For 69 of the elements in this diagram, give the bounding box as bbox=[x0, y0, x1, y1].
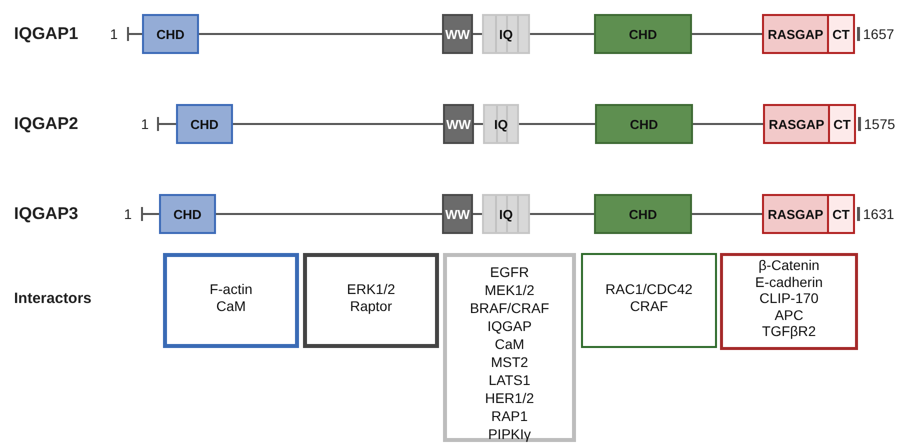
rasgap-domain: RASGAP bbox=[762, 194, 829, 234]
backbone-line bbox=[473, 213, 482, 215]
interactor-name: β-Catenin bbox=[758, 257, 820, 274]
interactor-name: E-cadherin bbox=[755, 274, 823, 290]
backbone-line bbox=[199, 33, 442, 35]
ch-domain: CHD bbox=[142, 14, 199, 54]
backbone-line bbox=[128, 33, 142, 35]
interactor-name: ERK1/2 bbox=[346, 281, 396, 298]
backbone-line bbox=[530, 33, 594, 35]
backbone-line bbox=[142, 213, 159, 215]
iq-domain: IQ bbox=[482, 14, 530, 54]
ch-domain: CHD bbox=[159, 194, 216, 234]
interactor-name: CRAF bbox=[630, 298, 668, 314]
backbone-line bbox=[158, 123, 176, 125]
backbone-line bbox=[692, 33, 762, 35]
rasgap-domain: RASGAP bbox=[762, 14, 829, 54]
ct-domain: CT bbox=[828, 104, 856, 144]
row-heading: Interactors bbox=[14, 290, 92, 307]
interactor-name: HER1/2 bbox=[484, 389, 534, 407]
interactor-name: LATS1 bbox=[488, 371, 530, 389]
ch-domain: CHD bbox=[594, 194, 692, 234]
interactor-name: RAP1 bbox=[491, 407, 528, 425]
residue-number: 1 bbox=[124, 206, 132, 222]
interactor-name: Raptor bbox=[350, 298, 392, 314]
interactor-box bbox=[443, 253, 576, 442]
interactor-name: BRAF/CRAF bbox=[470, 299, 550, 317]
iq-domain: IQ bbox=[482, 194, 530, 234]
ch-domain: CHD bbox=[176, 104, 233, 144]
protein-name: IQGAP1 bbox=[14, 24, 78, 44]
interactor-name: APC bbox=[774, 306, 804, 324]
backbone-line bbox=[519, 123, 595, 125]
interactor-box bbox=[163, 253, 299, 348]
backbone-line bbox=[216, 213, 442, 215]
residue-number: 1 bbox=[110, 26, 118, 42]
iq-domain: IQ bbox=[483, 104, 519, 144]
ch-domain: CHD bbox=[594, 14, 692, 54]
protein-name: IQGAP3 bbox=[14, 204, 78, 224]
backbone-line bbox=[233, 123, 443, 125]
interactor-name: F-actin bbox=[210, 281, 252, 298]
backbone-line bbox=[473, 33, 482, 35]
ct-domain: CT bbox=[827, 194, 855, 234]
interactor-box bbox=[303, 253, 439, 348]
protein-name: IQGAP2 bbox=[14, 114, 78, 134]
interactor-name: CLIP-170 bbox=[759, 290, 819, 307]
interactor-name: IQGAP bbox=[487, 317, 532, 335]
interactor-box bbox=[720, 253, 858, 350]
backbone-line bbox=[693, 123, 763, 125]
interactor-name: PIPKIγ bbox=[488, 425, 531, 443]
interactor-name: CaM bbox=[216, 298, 246, 314]
ww-domain: WW bbox=[443, 104, 474, 144]
residue-number: 1 bbox=[141, 116, 149, 132]
interactor-name: MEK1/2 bbox=[484, 281, 534, 299]
backbone-line bbox=[530, 213, 594, 215]
ct-domain: CT bbox=[827, 14, 855, 54]
residue-number: 1657 bbox=[863, 26, 894, 42]
ch-domain: CHD bbox=[595, 104, 693, 144]
interactor-name: RAC1/CDC42 bbox=[605, 281, 693, 298]
residue-number: 1631 bbox=[863, 206, 894, 222]
interactor-name: CaM bbox=[494, 335, 524, 353]
interactor-name: MST2 bbox=[490, 353, 528, 371]
interactor-name: EGFR bbox=[490, 263, 529, 281]
interactor-name: TGFβR2 bbox=[762, 323, 816, 340]
interactor-box bbox=[581, 253, 717, 348]
rasgap-domain: RASGAP bbox=[763, 104, 830, 144]
ww-domain: WW bbox=[442, 14, 473, 54]
ww-domain: WW bbox=[442, 194, 473, 234]
backbone-line bbox=[692, 213, 762, 215]
residue-number: 1575 bbox=[864, 116, 896, 132]
backbone-line bbox=[474, 123, 483, 125]
